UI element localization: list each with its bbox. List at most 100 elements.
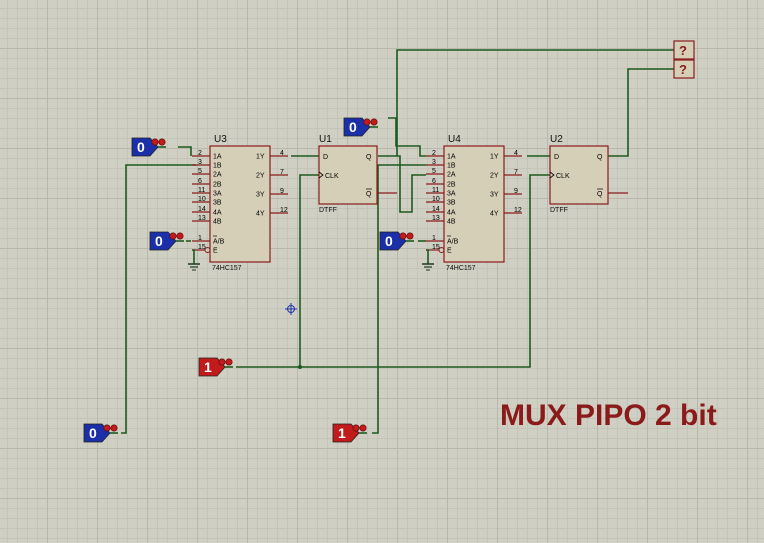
diagram-title: MUX PIPO 2 bit (500, 399, 717, 432)
pin-number: 15 (432, 244, 440, 251)
pin-name: Q (366, 191, 372, 198)
state-dot-icon (370, 118, 378, 126)
state-dot-icon (399, 232, 407, 240)
pin-name: E (213, 248, 218, 255)
wire (372, 164, 426, 434)
pin-name: 3Y (256, 192, 265, 199)
state-dot-icon (363, 118, 371, 126)
pin-name: 3Y (490, 192, 499, 199)
logic-state-tag (343, 117, 371, 137)
logic-input-in6[interactable]: 0 (83, 423, 118, 443)
pin-number: 11 (198, 187, 205, 194)
pin-number: 14 (198, 206, 206, 213)
wire (236, 174, 319, 368)
pin-name: Q (597, 154, 603, 161)
component-part: DTFF (319, 207, 337, 214)
logic-input-in1[interactable]: 0 (131, 137, 166, 157)
probe-box (673, 40, 695, 60)
pin-number: 6 (432, 178, 436, 185)
pin-number: 2 (432, 150, 436, 157)
pin-name: 2A (447, 172, 456, 179)
state-dot-icon (151, 138, 159, 146)
pin-name: A/B (213, 239, 225, 246)
pin-number: 2 (198, 150, 202, 157)
state-dot-icon (158, 138, 166, 146)
pin-name: D (323, 154, 328, 161)
pin-number: 15 (198, 244, 206, 251)
logic-input-in7[interactable]: 1 (332, 423, 367, 443)
pin-number: 6 (198, 178, 202, 185)
clock-edge-icon (318, 171, 324, 179)
pin-name: 4B (213, 219, 222, 226)
pin-number: 10 (432, 196, 440, 203)
wire (396, 49, 674, 156)
pin-name: 3B (447, 200, 456, 207)
pin-name: 4A (447, 210, 456, 217)
logic-state-tag (379, 231, 407, 251)
probe-value: ? (679, 62, 687, 77)
pin-name: 3B (213, 200, 222, 207)
pin-name: D (554, 154, 559, 161)
component-ref: U1 (319, 134, 332, 145)
logic-input-in4[interactable]: 0 (379, 231, 414, 251)
logic-state-value: 1 (338, 425, 346, 441)
logic-probe-p1[interactable]: ? (673, 40, 695, 60)
pin-name: 1A (213, 154, 222, 161)
probe-value: ? (679, 43, 687, 58)
wire (178, 146, 192, 156)
logic-state-tag (149, 231, 177, 251)
pin-number: 11 (432, 187, 439, 194)
mux-body (443, 145, 505, 263)
pin-number: 9 (280, 188, 284, 195)
logic-probe-p2[interactable]: ? (673, 59, 695, 79)
wires (121, 49, 674, 434)
pin-number: 4 (514, 150, 518, 157)
pin-number: 13 (198, 215, 206, 222)
pin-name: 4A (213, 210, 222, 217)
component-part: 74HC157 (446, 265, 476, 272)
invert-bubble (204, 247, 211, 253)
pin-number: 5 (198, 168, 202, 175)
pin-name: Q (597, 191, 603, 198)
pin-number: 1 (198, 235, 202, 242)
pin-name: 1B (213, 163, 222, 170)
cursor-crosshair (285, 303, 297, 315)
pin-number: 7 (280, 169, 284, 176)
pin-name: E (447, 248, 452, 255)
pin-name: 2B (213, 182, 222, 189)
pin-number: 4 (280, 150, 284, 157)
logic-state-value: 1 (204, 359, 212, 375)
pin-number: 3 (432, 159, 436, 166)
logic-input-in3[interactable]: 0 (343, 117, 378, 137)
ground-wire (426, 249, 429, 264)
pin-name: 4B (447, 219, 456, 226)
state-dot-icon (359, 424, 367, 432)
state-dot-icon (218, 358, 226, 366)
probe-box (673, 59, 695, 79)
pin-name: A/B (447, 239, 459, 246)
logic-input-in5[interactable]: 1 (198, 357, 233, 377)
pin-number: 12 (280, 207, 288, 214)
state-dot-icon (406, 232, 414, 240)
pin-name: 1A (447, 154, 456, 161)
logic-state-tag (83, 423, 111, 443)
logic-input-in2[interactable]: 0 (149, 231, 184, 251)
pin-name: 1Y (256, 154, 265, 161)
logic-state-value: 0 (155, 233, 163, 249)
invert-bubble (438, 247, 445, 253)
state-dot-icon (110, 424, 118, 432)
logic-state-value: 0 (137, 139, 145, 155)
component-ref: U2 (550, 134, 563, 145)
ground-wire (192, 249, 195, 264)
pin-number: 10 (198, 196, 206, 203)
logic-state-value: 0 (349, 119, 357, 135)
component-ref: U3 (214, 134, 227, 145)
pin-name: 3A (447, 191, 456, 198)
pin-number: 13 (432, 215, 440, 222)
